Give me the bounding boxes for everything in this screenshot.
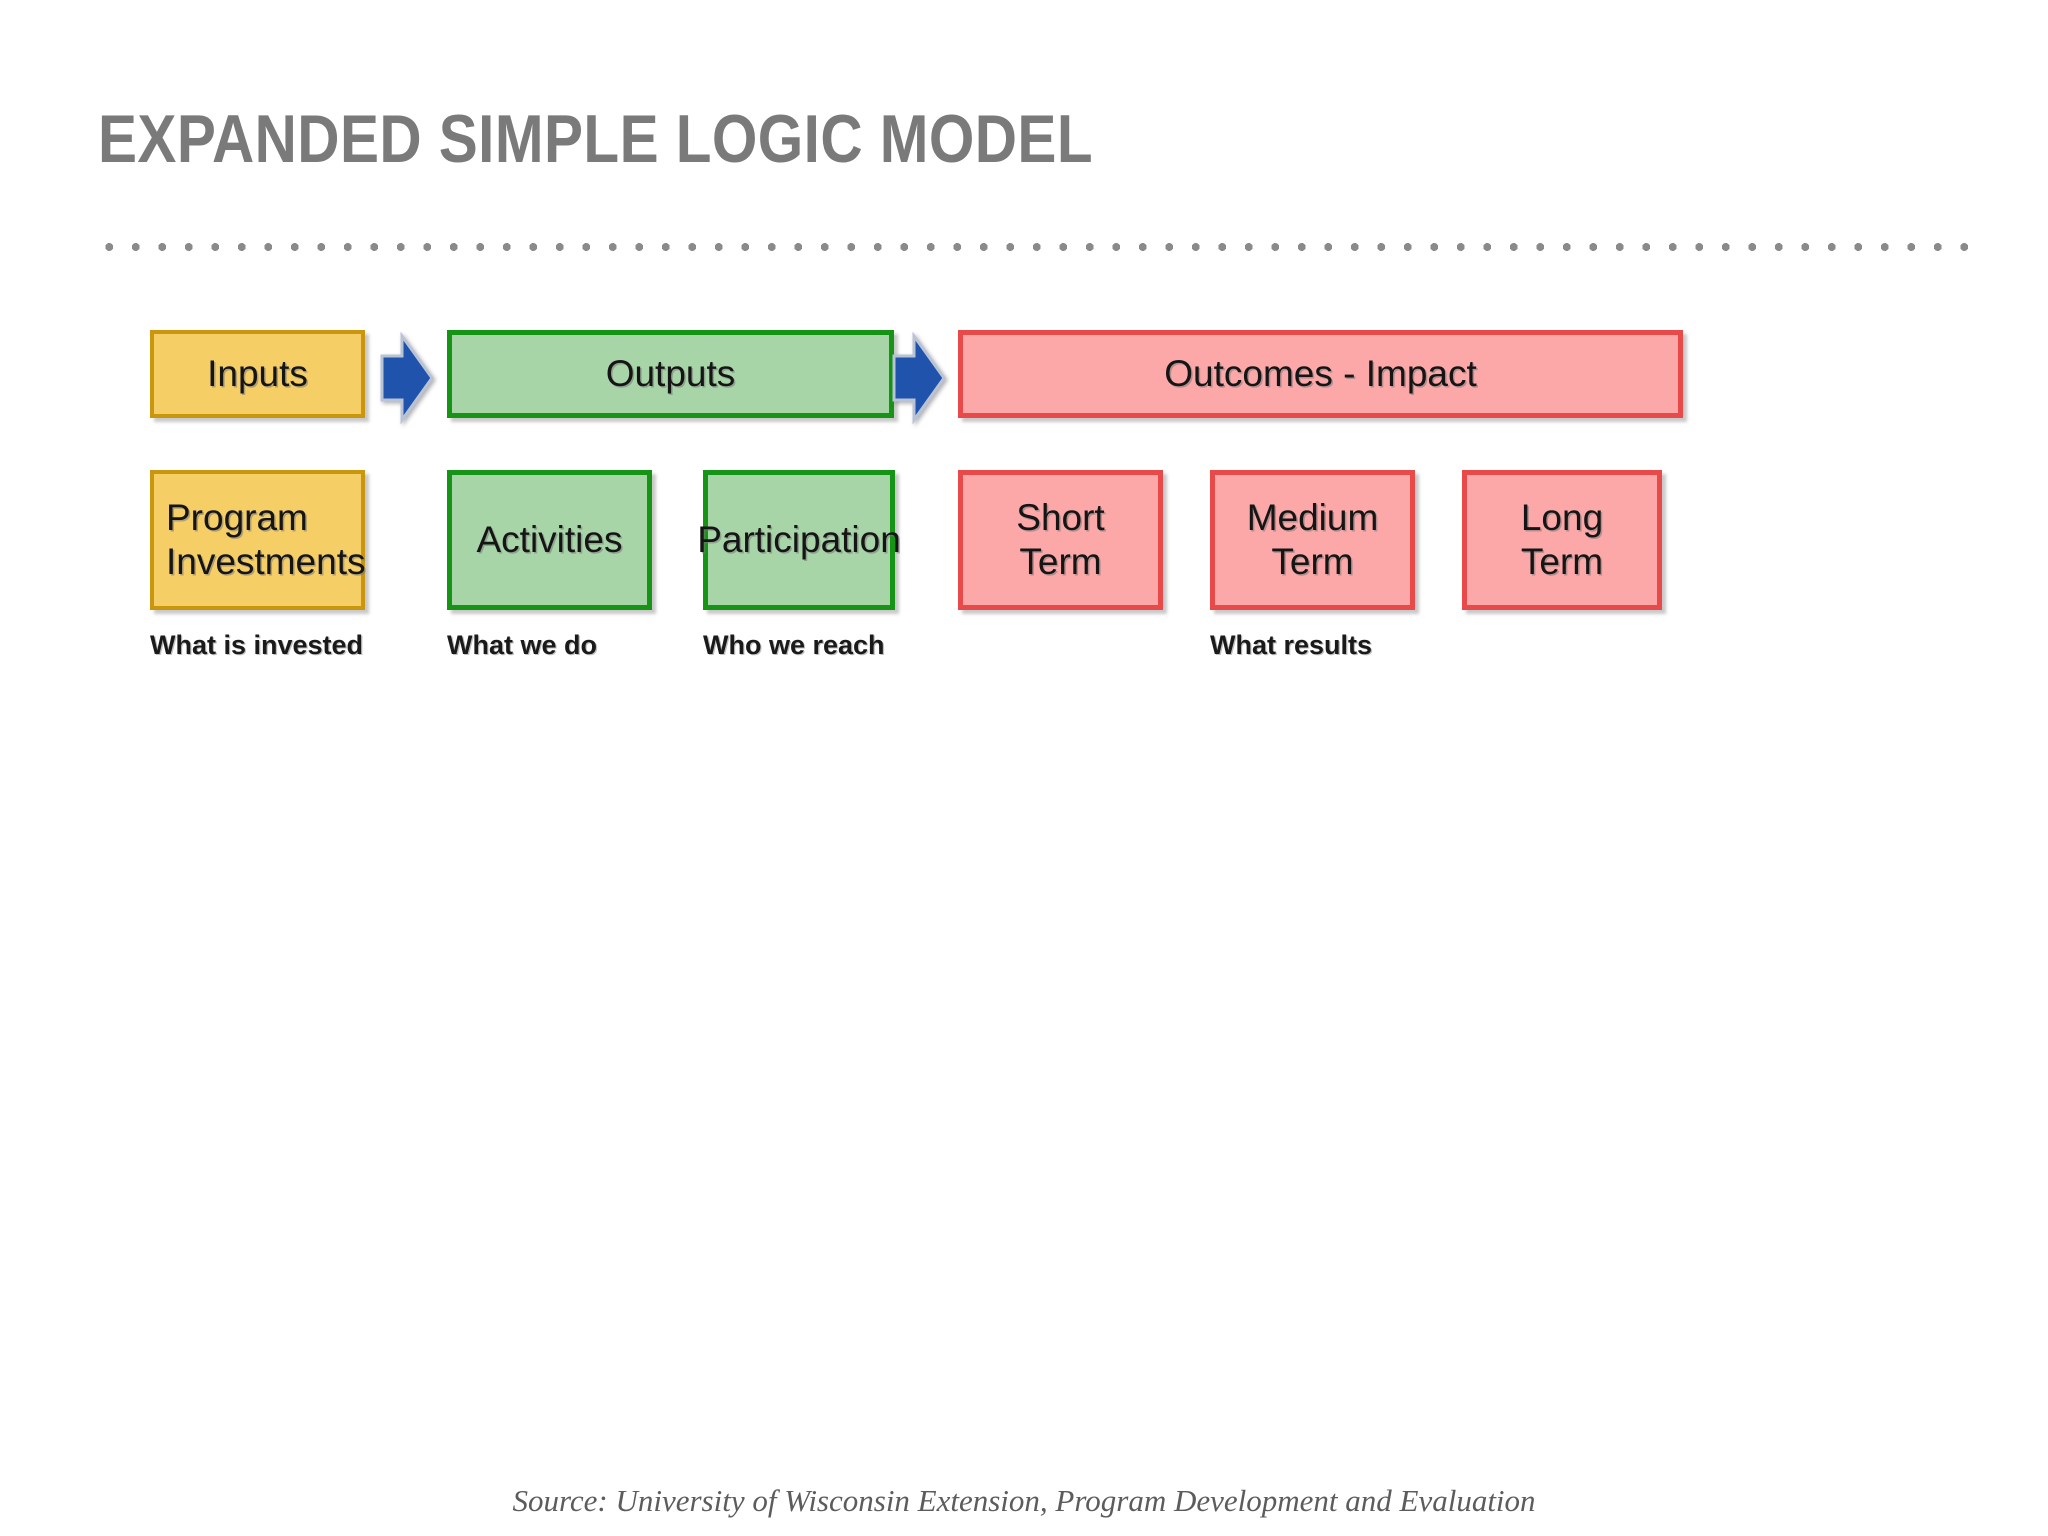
sub-box-participation: Participation: [697, 470, 901, 610]
sub-box-program-investments-line1: Program: [166, 497, 308, 538]
caption-what-is-invested: What is invested: [150, 630, 364, 660]
sub-box-participation-line1: Participation: [697, 519, 901, 560]
caption-what-results: What results: [1210, 630, 1373, 660]
page-title: EXPANDED SIMPLE LOGIC MODEL: [98, 101, 1094, 177]
header-box-inputs-label: Inputs: [207, 353, 308, 394]
right-block-arrow-icon: [378, 332, 436, 424]
caption-what-we-do: What we do: [447, 630, 597, 660]
header-box-outputs-label: Outputs: [605, 353, 736, 394]
sub-box-activities: Activities: [447, 470, 652, 610]
sub-box-medium-term-line1: Medium: [1246, 497, 1379, 538]
sub-box-long-term-line1: Long: [1520, 497, 1604, 538]
header-box-inputs: Inputs: [150, 330, 365, 418]
header-box-outputs: Outputs: [447, 330, 894, 418]
sub-box-short-term: Short Term: [958, 470, 1163, 610]
header-box-outcomes-impact: Outcomes - Impact: [958, 330, 1683, 418]
sub-box-long-term-line2: Term: [1520, 541, 1604, 582]
title-divider: [96, 243, 1968, 251]
sub-box-short-term-line2: Term: [1019, 541, 1102, 582]
sub-box-program-investments: Program Investments: [150, 470, 365, 610]
sub-box-long-term: Long Term: [1462, 470, 1662, 610]
source-citation: Source: University of Wisconsin Extensio…: [512, 1483, 1536, 1518]
right-block-arrow-icon: [890, 332, 948, 424]
sub-box-activities-line1: Activities: [476, 519, 623, 560]
sub-box-short-term-line1: Short: [1016, 497, 1105, 538]
sub-box-medium-term-line2: Term: [1271, 541, 1354, 582]
sub-box-program-investments-line2: Investments: [166, 541, 366, 582]
header-box-outcomes-impact-label: Outcomes - Impact: [1164, 353, 1477, 394]
logic-model-diagram: Inputs Outputs Outcomes - Impact Program…: [150, 330, 1910, 690]
sub-box-medium-term: Medium Term: [1210, 470, 1415, 610]
caption-who-we-reach: Who we reach: [703, 630, 885, 660]
